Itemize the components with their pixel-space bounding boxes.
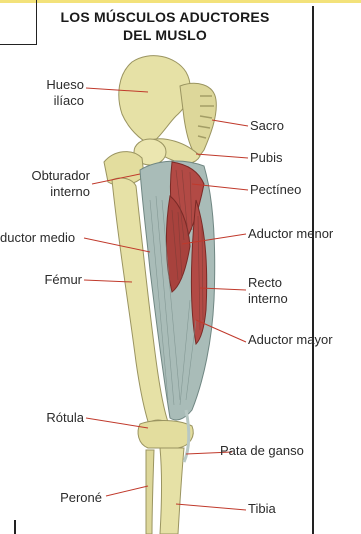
label-obturador-line1: Obturador bbox=[4, 168, 90, 184]
knee-condyles bbox=[138, 421, 193, 449]
label-aductor-medio: ductor medio bbox=[0, 230, 75, 246]
label-hueso-iliaco: Hueso ilíaco bbox=[30, 77, 84, 109]
label-recto-interno: Recto interno bbox=[248, 275, 288, 307]
label-aductor-menor: Aductor menor bbox=[248, 226, 333, 242]
label-perone: Peroné bbox=[30, 490, 102, 506]
label-obturador-line2: interno bbox=[4, 184, 90, 200]
tibia-bone bbox=[160, 448, 184, 534]
label-sacro: Sacro bbox=[250, 118, 284, 134]
label-hueso-line1: Hueso bbox=[30, 77, 84, 93]
fibula-bone bbox=[146, 450, 154, 534]
label-pectineo: Pectíneo bbox=[250, 182, 301, 198]
label-pubis: Pubis bbox=[250, 150, 283, 166]
label-recto-line2: interno bbox=[248, 291, 288, 307]
label-rotula: Rótula bbox=[20, 410, 84, 426]
label-aductor-mayor: Aductor mayor bbox=[248, 332, 333, 348]
label-recto-line1: Recto bbox=[248, 275, 288, 291]
label-pata-de-ganso: Pata de ganso bbox=[220, 443, 304, 459]
label-obturador-interno: Obturador interno bbox=[4, 168, 90, 200]
label-hueso-line2: ilíaco bbox=[30, 93, 84, 109]
hip-bone bbox=[119, 56, 190, 144]
label-femur: Fémur bbox=[20, 272, 82, 288]
label-tibia: Tibia bbox=[248, 501, 276, 517]
